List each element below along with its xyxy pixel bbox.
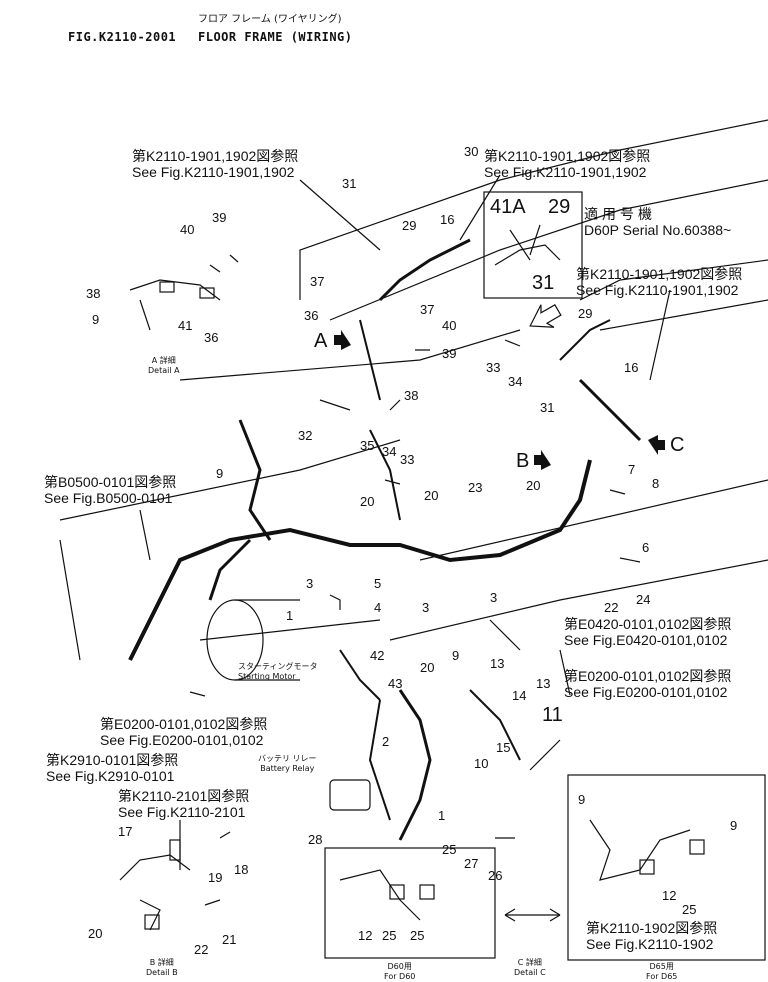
callout: 9 (578, 792, 586, 807)
callout: 3 (306, 576, 314, 591)
callout: 30 (464, 144, 479, 159)
callout: 29 (578, 306, 593, 321)
callout: 9 (216, 466, 224, 481)
callout: 39 (212, 210, 227, 225)
callout: 35 (360, 438, 375, 453)
callout: 34 (382, 444, 397, 459)
callout: 13 (536, 676, 551, 691)
callout: 28 (308, 832, 323, 847)
callout: 20 (88, 926, 103, 941)
callout: 25 (682, 902, 697, 917)
callout: 31 (540, 400, 555, 415)
callout: 33 (400, 452, 415, 467)
callout: 19 (208, 870, 223, 885)
callout: 38 (404, 388, 419, 403)
callout: 9 (452, 648, 460, 663)
callout: 29 (402, 218, 417, 233)
view-marker-a: A (314, 330, 328, 352)
callout: 25 (382, 928, 397, 943)
callout: 8 (652, 476, 660, 491)
callout: 9 (730, 818, 738, 833)
callout: 33 (486, 360, 501, 375)
callout: 22 (194, 942, 209, 957)
callout: 31 (342, 176, 357, 191)
callout: 40 (442, 318, 457, 333)
callout: 9 (92, 312, 100, 327)
title-jp: フロア フレーム (ワイヤリング) (198, 14, 342, 25)
callout: 20 (420, 660, 435, 675)
page-title: FLOOR FRAME (WIRING) (198, 30, 353, 44)
callout: 39 (442, 346, 457, 361)
callout: 18 (234, 862, 249, 877)
callout: 21 (222, 932, 237, 947)
view-marker-c: C (670, 434, 685, 456)
callout: 11 (542, 704, 563, 726)
callout: 1 (286, 608, 294, 623)
callout: 10 (474, 756, 489, 771)
callout: 2 (382, 734, 390, 749)
callout: 26 (488, 868, 503, 883)
inset-label-41a: 41A (490, 196, 526, 218)
callout: 22 (604, 600, 619, 615)
callout: 14 (512, 688, 527, 703)
callout: 23 (468, 480, 483, 495)
callout: 36 (204, 330, 219, 345)
callout: 25 (442, 842, 457, 857)
callout: 27 (464, 856, 479, 871)
callout: 4 (374, 600, 382, 615)
callout: 34 (508, 374, 523, 389)
callout: 12 (358, 928, 373, 943)
callout: 20 (360, 494, 375, 509)
callout: 20 (424, 488, 439, 503)
view-marker-b: B (516, 450, 530, 472)
callout: 5 (374, 576, 382, 591)
callout: 24 (636, 592, 651, 607)
callout: 6 (642, 540, 650, 555)
callout: 12 (662, 888, 677, 903)
callout: 3 (490, 590, 498, 605)
callout: 3 (422, 600, 430, 615)
serial-applicability: 適用号機 D60P Serial No.60388~ (584, 206, 732, 238)
callout: 17 (118, 824, 133, 839)
callout: 15 (496, 740, 511, 755)
callout: 41 (178, 318, 193, 333)
callout: 38 (86, 286, 101, 301)
callout: 43 (388, 676, 403, 691)
callout: 37 (310, 274, 325, 289)
callout: 42 (370, 648, 385, 663)
callout: 40 (180, 222, 195, 237)
callout: 25 (410, 928, 425, 943)
inset-label-31: 31 (532, 272, 555, 294)
callout: 13 (490, 656, 505, 671)
figure-number: FIG.K2110-2001 (68, 30, 177, 44)
callout: 1 (438, 808, 446, 823)
callout: 20 (526, 478, 541, 493)
callout: 16 (440, 212, 455, 227)
callout: 37 (420, 302, 435, 317)
callout: 16 (624, 360, 639, 375)
callout: 36 (304, 308, 319, 323)
inset-label-29: 29 (548, 196, 571, 218)
callout: 32 (298, 428, 313, 443)
callout: 7 (628, 462, 636, 477)
